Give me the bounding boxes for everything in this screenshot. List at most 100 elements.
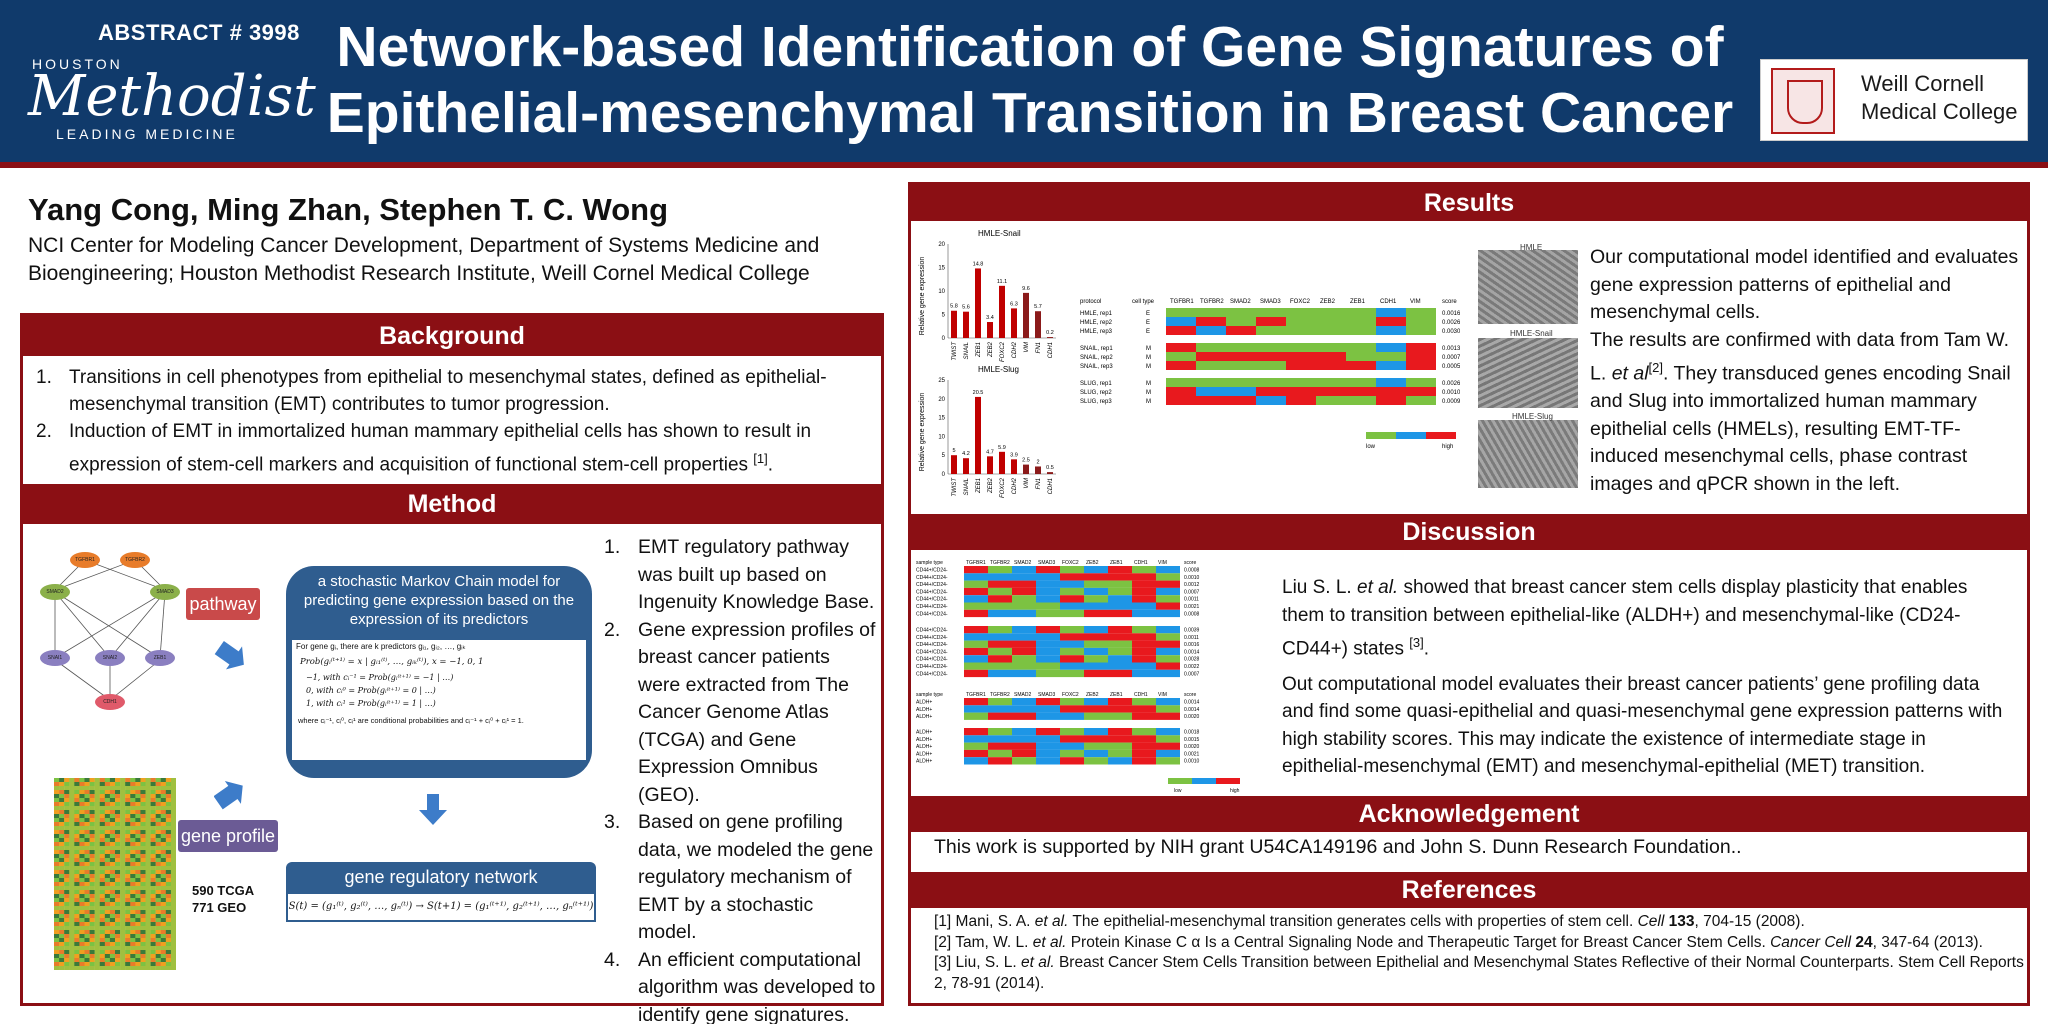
profile-cell bbox=[115, 850, 121, 855]
micrograph-label: HMLE-Snail bbox=[1510, 329, 1553, 338]
profile-cell bbox=[160, 874, 167, 879]
profile-cell bbox=[69, 834, 75, 839]
micrograph-hmle-snail bbox=[1478, 338, 1578, 408]
heatmap-cell bbox=[1406, 326, 1436, 335]
profile-cell bbox=[59, 830, 65, 835]
method-steps: 1.EMT regulatory pathway was built up ba… bbox=[604, 534, 876, 1024]
profile-cell bbox=[125, 918, 131, 923]
heatmap-cell bbox=[964, 573, 988, 581]
profile-cell bbox=[170, 934, 176, 939]
heatmap-cell bbox=[1166, 326, 1196, 335]
profile-cell bbox=[160, 790, 167, 795]
heatmap-cell bbox=[1060, 712, 1084, 720]
geo-count: 771 GEO bbox=[192, 900, 247, 915]
profile-cell bbox=[160, 894, 167, 899]
profile-cell bbox=[54, 946, 60, 951]
heatmap-cell bbox=[1060, 566, 1084, 574]
heatmap-cell bbox=[964, 580, 988, 588]
profile-cell bbox=[104, 778, 111, 783]
y-tick-label: 10 bbox=[938, 289, 945, 295]
profile-cell bbox=[74, 786, 80, 791]
profile-cell bbox=[104, 782, 111, 787]
heatmap-cell bbox=[1286, 308, 1316, 317]
heatmap-cell bbox=[1108, 580, 1132, 588]
heatmap-header: VIM bbox=[1158, 560, 1167, 566]
profile-cell bbox=[94, 830, 100, 835]
profile-cell bbox=[74, 822, 80, 827]
profile-cell bbox=[160, 902, 167, 907]
heatmap-cell bbox=[1108, 595, 1132, 603]
bar bbox=[963, 458, 969, 474]
profile-cell bbox=[89, 890, 95, 895]
profile-cell bbox=[59, 942, 65, 947]
profile-cell bbox=[109, 834, 116, 839]
profile-cell bbox=[145, 922, 151, 927]
profile-cell bbox=[150, 918, 156, 923]
profile-cell bbox=[69, 838, 75, 843]
heatmap-row-label: HMLE, rep1 bbox=[1080, 311, 1113, 317]
profile-cell bbox=[155, 882, 161, 887]
profile-cell bbox=[89, 898, 95, 903]
profile-cell bbox=[89, 958, 95, 963]
heatmap-cell bbox=[1406, 317, 1436, 326]
title-line-1: Network-based Identification of Gene Sig… bbox=[336, 15, 1724, 79]
profile-cell bbox=[59, 902, 65, 907]
profile-cell bbox=[120, 898, 126, 903]
profile-cell bbox=[89, 954, 95, 959]
heatmap-score: 0.0007 bbox=[1184, 671, 1200, 677]
heatmap-score: 0.0013 bbox=[1442, 346, 1460, 352]
x-tick-label: SNAIL bbox=[964, 478, 970, 495]
profile-cell bbox=[64, 854, 70, 859]
heatmap-cell bbox=[1132, 705, 1156, 713]
profile-cell bbox=[99, 778, 106, 783]
profile-cell bbox=[59, 778, 65, 783]
profile-cell bbox=[140, 878, 146, 883]
heatmap-cell bbox=[1166, 361, 1196, 370]
method-step: 3.Based on gene profiling data, we model… bbox=[604, 809, 876, 947]
legend-swatch bbox=[1366, 432, 1396, 439]
profile-cell bbox=[59, 834, 65, 839]
data-label: 3.9 bbox=[1010, 452, 1018, 458]
chart-title: HMLE-Slug bbox=[978, 365, 1019, 374]
profile-cell bbox=[135, 810, 141, 815]
heatmap-cell bbox=[1084, 749, 1108, 758]
arrow-up-right-icon bbox=[214, 780, 243, 810]
profile-cell bbox=[69, 862, 75, 867]
profile-cell bbox=[74, 850, 80, 855]
profile-cell bbox=[74, 826, 80, 831]
profile-cell bbox=[64, 802, 70, 807]
heatmap-cell bbox=[1226, 308, 1256, 317]
profile-cell bbox=[125, 878, 131, 883]
micrograph-hmle-slug bbox=[1478, 420, 1578, 488]
heatmap-cell-type: E bbox=[1146, 311, 1150, 317]
profile-cell bbox=[74, 902, 80, 907]
seal-icon bbox=[1771, 68, 1835, 134]
profile-cell bbox=[84, 906, 90, 911]
profile-cell bbox=[54, 830, 60, 835]
profile-cell bbox=[130, 878, 136, 883]
profile-cell bbox=[125, 946, 131, 951]
data-label: 4.2 bbox=[962, 451, 970, 457]
profile-cell bbox=[54, 914, 60, 919]
heatmap-cell-type: M bbox=[1146, 364, 1151, 370]
profile-cell bbox=[89, 802, 95, 807]
x-tick-label: SNAIL bbox=[964, 342, 970, 359]
profile-cell bbox=[135, 782, 141, 787]
journal-volume: 24 bbox=[1855, 933, 1873, 951]
heatmap-cell bbox=[1196, 396, 1226, 405]
profile-cell bbox=[170, 826, 176, 831]
profile-cell bbox=[54, 802, 60, 807]
profile-cell bbox=[155, 802, 161, 807]
profile-cell bbox=[140, 946, 146, 951]
profile-cell bbox=[160, 834, 167, 839]
profile-cell bbox=[160, 910, 167, 915]
profile-cell bbox=[64, 838, 70, 843]
heatmap-cell bbox=[1132, 757, 1156, 765]
profile-cell bbox=[150, 798, 156, 803]
profile-cell bbox=[145, 882, 151, 887]
profile-cell bbox=[64, 942, 70, 947]
markov-eq-3: 0, with cᵢ⁰ = Prob(gᵢ⁽ᵗ⁺¹⁾ = 0 | …) bbox=[306, 686, 436, 695]
markov-eq-2: −1, with cᵢ⁻¹ = Prob(gᵢ⁽ᵗ⁺¹⁾ = −1 | …) bbox=[306, 673, 454, 682]
profile-cell bbox=[115, 926, 121, 931]
